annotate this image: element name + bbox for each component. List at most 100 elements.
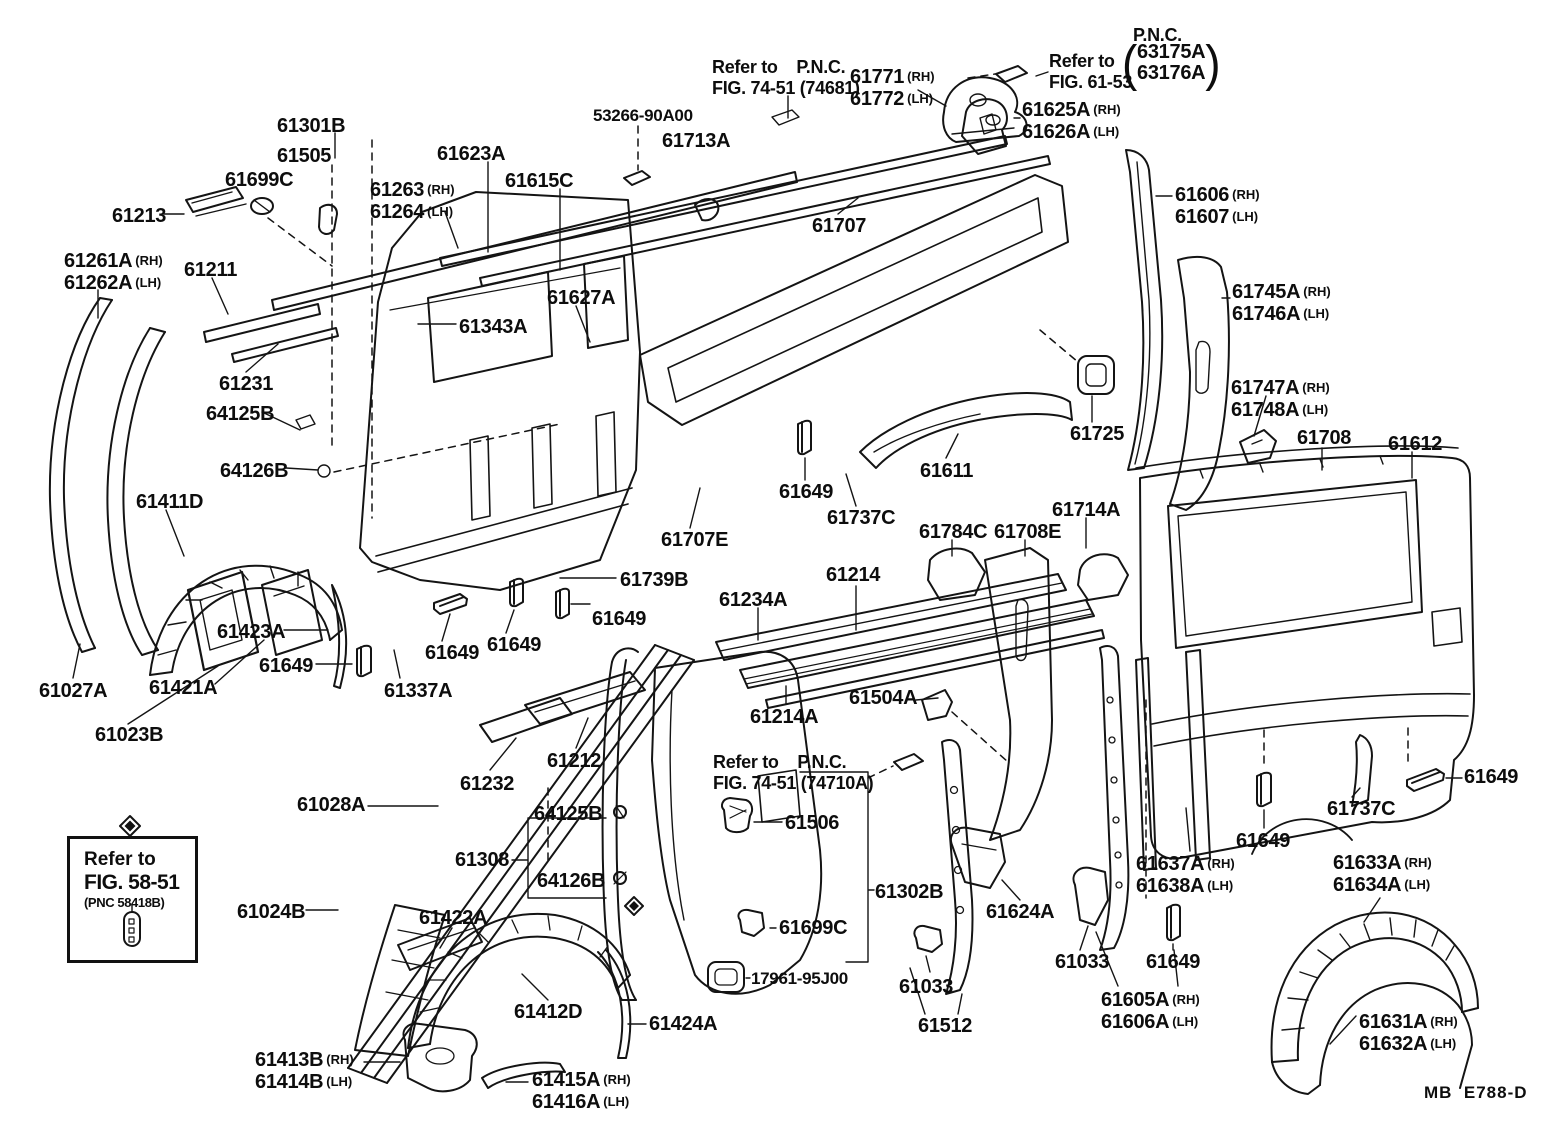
part-label-61214A: 61214A (750, 707, 819, 728)
part-number-line: 61232 (460, 774, 514, 795)
part-label-pnc-title: P.N.C. (1133, 25, 1182, 46)
part-number: 64126B (537, 870, 606, 892)
part-label-61707: 61707 (812, 216, 866, 237)
part-label-61424A: 61424A (649, 1014, 718, 1035)
part-label-61411D: 61411D (136, 492, 203, 513)
part-label-61745A: 61745A(RH) 61746A(LH) (1232, 281, 1331, 325)
part-number: 61745A (1232, 281, 1301, 303)
part-number: 64125B (534, 803, 603, 825)
art-pegs-61649 (356, 419, 1445, 942)
part-number-line: 64126B (537, 870, 606, 892)
part-number: 61747A (1231, 377, 1300, 399)
part-number: 61649 (425, 642, 480, 664)
side-suffix: (LH) (1302, 402, 1329, 417)
part-number-line: 61264(LH) (370, 201, 455, 223)
part-number-line: 61747A(RH) (1231, 377, 1330, 399)
part-label-refer-74681: Refer to P.N.C.FIG. 74-51 (74681) (712, 57, 860, 99)
part-number: 61214 (826, 564, 881, 586)
part-label-61413B: 61413B(RH)61414B(LH) (255, 1049, 354, 1093)
part-label-61301B: 61301B (277, 116, 346, 137)
part-number: 53266-90A00 (593, 106, 693, 125)
part-label-61261A: 61261A(RH)61262A(LH) (64, 250, 163, 294)
part-number: 61211 (184, 259, 238, 281)
part-number: 61611 (920, 460, 974, 482)
part-number: 61415A (532, 1069, 601, 1091)
part-number: 61771 (850, 66, 905, 88)
part-label-61421A: 61421A (149, 677, 218, 699)
art-bottom-left-group (347, 644, 695, 1093)
part-label-61027A: 61027A (39, 681, 108, 702)
part-number-line: 61631A(RH) (1359, 1011, 1458, 1033)
part-label-61506: 61506 (785, 813, 839, 834)
part-number: 61263 (370, 179, 425, 201)
part-number: 61633A (1333, 852, 1402, 874)
part-label-61023B: 61023B (95, 725, 164, 746)
part-number-line: 61708 (1297, 428, 1351, 449)
part-label-61633A: 61633A(RH)61634A(LH) (1333, 852, 1432, 896)
part-number: 61707E (661, 529, 729, 551)
side-suffix: (RH) (1232, 187, 1260, 202)
part-number-line: 61615C (505, 171, 574, 192)
part-label-61028A: 61028A (297, 795, 366, 816)
part-label-61606: 61606(RH)61607(LH) (1175, 184, 1260, 228)
part-number: 61337A (384, 680, 453, 702)
part-number: 61737C (827, 507, 896, 529)
part-number-line: 61649 (1236, 831, 1290, 852)
part-label-61211: 61211 (184, 260, 237, 281)
part-number-line: 61725 (1070, 424, 1124, 445)
part-number: 61649 (1236, 830, 1291, 852)
part-number-line: 61746A(LH) (1232, 303, 1331, 325)
part-number: 61725 (1070, 423, 1125, 445)
part-number-line: 61637A(RH) (1136, 853, 1235, 875)
side-suffix: (LH) (1093, 124, 1120, 139)
part-number-line: 61713A (662, 131, 731, 152)
part-number-line: 61625A(RH) (1022, 99, 1121, 121)
part-number: 61231 (219, 373, 274, 395)
part-number: 61302B (875, 881, 944, 903)
part-number: Refer to (1049, 51, 1115, 71)
part-number-line: 61606A(LH) (1101, 1011, 1200, 1033)
part-number-line: 61699C (779, 918, 848, 939)
part-label-61623A: 61623A (437, 144, 506, 165)
part-label-61747A: 61747A(RH)61748A(LH) (1231, 377, 1330, 421)
part-number: 64126B (220, 460, 289, 482)
part-number: 61512 (918, 1015, 973, 1037)
part-number: 61632A (1359, 1033, 1428, 1055)
drawing-code: MB E788-D (1424, 1083, 1528, 1102)
side-suffix: (LH) (1232, 209, 1259, 224)
part-number: FIG. 74-51 (74681) (712, 78, 860, 98)
part-label-61784C: 61784C (919, 522, 988, 543)
part-number-line: 61699C (225, 169, 294, 191)
part-number: 61416A (532, 1091, 601, 1113)
part-number-line: 61302B (875, 881, 944, 903)
part-number: 61423A (217, 621, 286, 643)
art-dashed-lines (267, 73, 1409, 899)
part-number-line: 61261A(RH) (64, 250, 163, 272)
side-suffix: (RH) (326, 1052, 354, 1067)
part-number-line: Refer to (1049, 51, 1132, 72)
part-label-61308: 61308 (455, 850, 509, 871)
note-line-3: (PNC 58418B) (84, 895, 165, 910)
part-label-61649-e: 61649 (259, 656, 313, 677)
part-number-line: 61424A (649, 1014, 718, 1035)
part-number: 61033 (1055, 951, 1110, 973)
side-suffix: (RH) (1303, 284, 1331, 299)
side-suffix: (RH) (1404, 855, 1432, 870)
part-number-line: 61027A (39, 681, 108, 702)
part-number: 61343A (459, 316, 528, 338)
part-number: 61421A (149, 677, 218, 699)
part-label-61302B: 61302B (875, 881, 944, 903)
part-number-line: 61028A (297, 795, 366, 816)
part-number-line: 61512 (918, 1016, 972, 1037)
part-number: 61412D (514, 1001, 583, 1023)
part-label-61737C-right: 61737C (1327, 799, 1396, 820)
side-suffix: (RH) (135, 253, 163, 268)
part-number: 61422A (419, 907, 488, 929)
side-suffix: (RH) (907, 69, 935, 84)
part-label-61707E: 61707E (661, 530, 728, 551)
part-number: 61649 (779, 481, 834, 503)
part-number: 61699C (225, 169, 294, 191)
part-label-61212: 61212 (547, 751, 601, 772)
